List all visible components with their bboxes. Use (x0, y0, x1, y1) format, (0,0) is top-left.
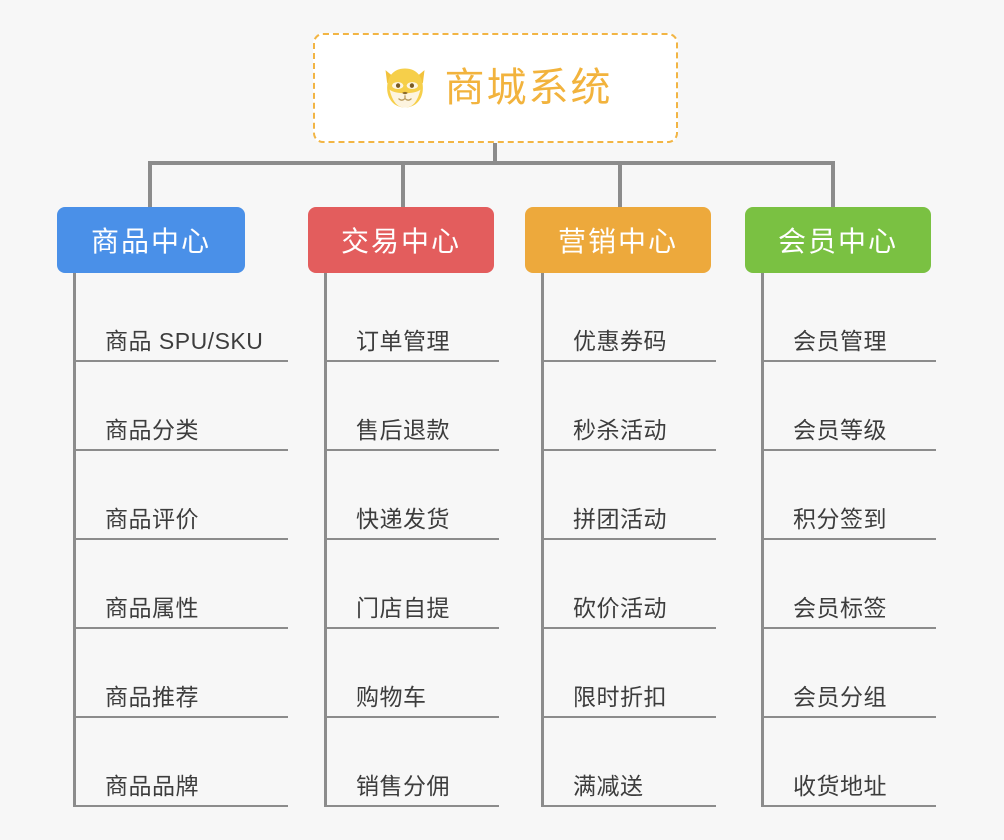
dog-face-icon (385, 68, 424, 108)
branch-title: 会员中心 (777, 226, 898, 257)
leaf-label: 售后退款 (356, 417, 450, 443)
leaf-label: 会员等级 (793, 417, 887, 443)
leaf-list-marketing-center: 优惠券码 秒杀活动 拼团活动 砍价活动 限时折扣 满减送 (541, 273, 740, 807)
branch-header-member-center[interactable]: 会员中心 (745, 207, 931, 273)
leaf-label: 砍价活动 (573, 595, 667, 621)
leaf-label: 商品分类 (105, 417, 199, 443)
leaf-item[interactable]: 收货地址 (761, 718, 960, 807)
leaf-label: 满减送 (573, 773, 644, 799)
leaf-list-trade-center: 订单管理 售后退款 快递发货 门店自提 购物车 销售分佣 (324, 273, 523, 807)
leaf-item[interactable]: 快递发货 (324, 451, 523, 540)
leaf-item[interactable]: 满减送 (541, 718, 740, 807)
connector-drop-4 (831, 161, 835, 207)
leaf-label: 商品 SPU/SKU (105, 328, 264, 354)
leaf-label: 购物车 (356, 684, 427, 710)
branch-product-center: 商品中心 商品 SPU/SKU 商品分类 商品评价 商品属性 商品推荐 商品品牌 (57, 207, 288, 807)
branch-title: 营销中心 (557, 226, 678, 257)
leaf-list-member-center: 会员管理 会员等级 积分签到 会员标签 会员分组 收货地址 (761, 273, 960, 807)
leaf-item[interactable]: 积分签到 (761, 451, 960, 540)
leaf-item[interactable]: 会员等级 (761, 362, 960, 451)
branch-title: 商品中心 (90, 226, 211, 257)
leaf-item[interactable]: 门店自提 (324, 540, 523, 629)
leaf-label: 收货地址 (793, 773, 887, 799)
leaf-label: 商品推荐 (105, 684, 199, 710)
leaf-label: 快递发货 (356, 506, 450, 532)
leaf-item[interactable]: 拼团活动 (541, 451, 740, 540)
branch-title: 交易中心 (340, 226, 461, 257)
leaf-item[interactable]: 商品评价 (73, 451, 288, 540)
leaf-item[interactable]: 商品属性 (73, 540, 288, 629)
connector-drop-1 (148, 161, 152, 207)
leaf-item[interactable]: 限时折扣 (541, 629, 740, 718)
root-node[interactable]: 商城系统 (313, 33, 678, 143)
leaf-label: 优惠券码 (573, 328, 667, 354)
leaf-item[interactable]: 会员标签 (761, 540, 960, 629)
leaf-item[interactable]: 商品品牌 (73, 718, 288, 807)
leaf-label: 拼团活动 (573, 506, 667, 532)
leaf-item[interactable]: 订单管理 (324, 273, 523, 362)
leaf-label: 商品品牌 (105, 773, 199, 799)
leaf-label: 秒杀活动 (573, 417, 667, 443)
leaf-item[interactable]: 会员管理 (761, 273, 960, 362)
branch-marketing-center: 营销中心 优惠券码 秒杀活动 拼团活动 砍价活动 限时折扣 满减送 (525, 207, 740, 807)
leaf-label: 积分签到 (793, 506, 887, 532)
leaf-label: 会员分组 (793, 684, 887, 710)
leaf-item[interactable]: 售后退款 (324, 362, 523, 451)
leaf-label: 限时折扣 (573, 684, 667, 710)
leaf-item[interactable]: 购物车 (324, 629, 523, 718)
leaf-label: 会员标签 (793, 595, 887, 621)
leaf-item[interactable]: 商品推荐 (73, 629, 288, 718)
leaf-item[interactable]: 砍价活动 (541, 540, 740, 629)
connector-drop-2 (401, 161, 405, 207)
connector-horizontal-bar (148, 161, 835, 165)
leaf-label: 商品属性 (105, 595, 199, 621)
leaf-label: 会员管理 (793, 328, 887, 354)
leaf-item[interactable]: 会员分组 (761, 629, 960, 718)
connector-drop-3 (618, 161, 622, 207)
leaf-item[interactable]: 秒杀活动 (541, 362, 740, 451)
leaf-label: 订单管理 (356, 328, 450, 354)
root-title: 商城系统 (444, 66, 613, 110)
leaf-list-product-center: 商品 SPU/SKU 商品分类 商品评价 商品属性 商品推荐 商品品牌 (73, 273, 288, 807)
leaf-label: 门店自提 (356, 595, 450, 621)
leaf-label: 商品评价 (105, 506, 199, 532)
branch-header-product-center[interactable]: 商品中心 (57, 207, 245, 273)
leaf-item[interactable]: 优惠券码 (541, 273, 740, 362)
branch-trade-center: 交易中心 订单管理 售后退款 快递发货 门店自提 购物车 销售分佣 (308, 207, 523, 807)
branch-header-trade-center[interactable]: 交易中心 (308, 207, 494, 273)
branch-member-center: 会员中心 会员管理 会员等级 积分签到 会员标签 会员分组 收货地址 (745, 207, 960, 807)
leaf-item[interactable]: 销售分佣 (324, 718, 523, 807)
branch-header-marketing-center[interactable]: 营销中心 (525, 207, 711, 273)
connector-root-stem (493, 143, 497, 164)
leaf-item[interactable]: 商品分类 (73, 362, 288, 451)
leaf-label: 销售分佣 (356, 773, 450, 799)
leaf-item[interactable]: 商品 SPU/SKU (73, 273, 288, 362)
